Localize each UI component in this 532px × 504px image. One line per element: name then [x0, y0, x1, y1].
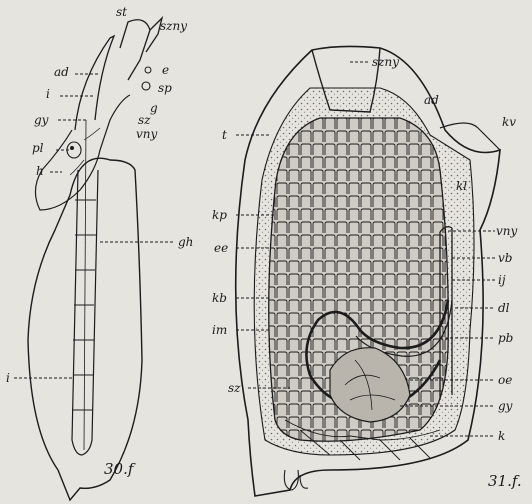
- fig31-label-gy: gy: [498, 399, 513, 413]
- fig31-label-ij: ij: [498, 273, 506, 287]
- fig30-label-szny: szny: [160, 19, 187, 33]
- fig30-label-h: h: [36, 164, 44, 178]
- fig31-label-vb: vb: [498, 251, 512, 265]
- fig30-head: [35, 95, 130, 210]
- fig31-label-pb: pb: [498, 331, 513, 345]
- fig31-label-oe: oe: [498, 373, 512, 387]
- fig31-label-sz: sz: [228, 381, 241, 395]
- fig30-label-gy: gy: [34, 113, 49, 127]
- fig31-label-im: im: [212, 323, 227, 337]
- fig31-label-ee: ee: [214, 241, 228, 255]
- fig31-label-ad: ad: [424, 93, 439, 107]
- fig31-label-kp: kp: [212, 208, 227, 222]
- fig30-sp-circle: [142, 82, 150, 90]
- fig30-label-sz: sz: [138, 113, 151, 127]
- figure-31-drawing: [236, 46, 500, 496]
- fig30-label-i-bottom: i: [6, 371, 10, 385]
- fig31-label-t: t: [222, 128, 227, 142]
- fig30-label-pl: pl: [32, 141, 44, 155]
- fig30-arm-left: [75, 36, 114, 130]
- fig30-label-i-top: i: [46, 87, 50, 101]
- fig31-label-dl: dl: [498, 301, 510, 315]
- fig31-label-kb: kb: [212, 291, 227, 305]
- fig31-label-szny: szny: [372, 55, 399, 69]
- fig31-kv-bulge: [440, 123, 500, 150]
- fig30-label-st: st: [116, 5, 127, 19]
- fig31-caption: 31.f.: [488, 472, 522, 490]
- fig30-label-g: g: [150, 101, 158, 115]
- fig30-pl-organ: [67, 142, 81, 158]
- fig31-label-vny: vny: [496, 224, 518, 238]
- fig31-label-k: k: [498, 429, 505, 443]
- fig30-label-gh: gh: [178, 235, 193, 249]
- fig30-caption: 30.f: [104, 460, 136, 478]
- fig31-label-kl: kl: [456, 179, 467, 193]
- fig30-label-vny: vny: [136, 127, 158, 141]
- fig30-label-e: e: [162, 63, 169, 77]
- fig30-label-ad: ad: [54, 65, 69, 79]
- fig31-label-kv: kv: [502, 115, 516, 129]
- fig30-label-sp: sp: [158, 81, 172, 95]
- fig30-segment-chain: [70, 120, 100, 455]
